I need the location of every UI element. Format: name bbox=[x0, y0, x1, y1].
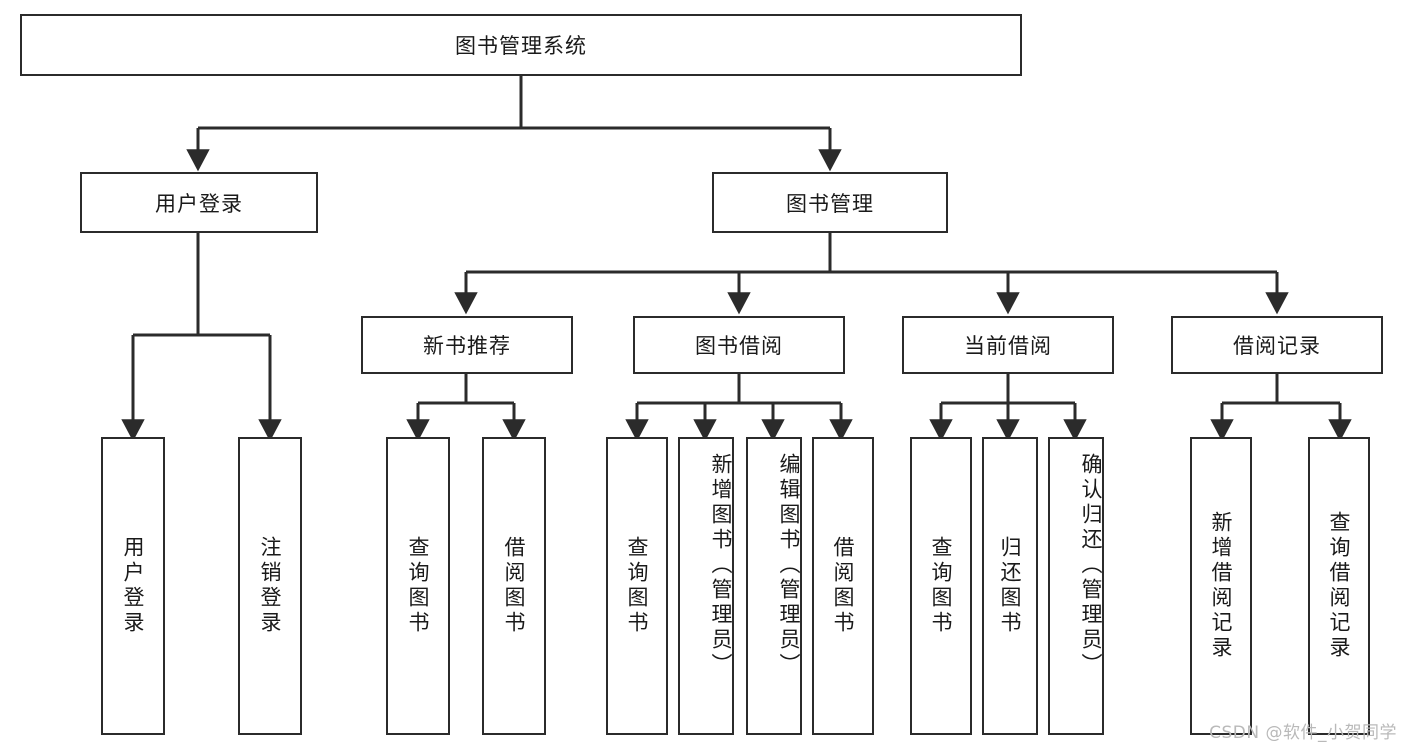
node-borrow-record[interactable]: 借阅记录 bbox=[1171, 316, 1383, 374]
node-label: 注销登录 bbox=[258, 536, 283, 636]
node-label: 借阅图书 bbox=[831, 536, 856, 636]
node-label: 查询图书 bbox=[625, 536, 650, 636]
node-label: 编辑图书（管理员） bbox=[777, 453, 801, 678]
leaf-borrow-book-2[interactable]: 借阅图书 bbox=[812, 437, 874, 735]
node-current-borrow[interactable]: 当前借阅 bbox=[902, 316, 1114, 374]
leaf-add-record[interactable]: 新增借阅记录 bbox=[1190, 437, 1252, 735]
leaf-edit-book[interactable]: 编辑图书（管理员） bbox=[746, 437, 802, 735]
node-label: 确认归还（管理员） bbox=[1079, 453, 1103, 678]
node-label: 当前借阅 bbox=[964, 334, 1052, 358]
node-label: 归还图书 bbox=[998, 536, 1023, 636]
leaf-query-book-3[interactable]: 查询图书 bbox=[910, 437, 972, 735]
node-label: 借阅图书 bbox=[502, 536, 527, 636]
leaf-confirm-return[interactable]: 确认归还（管理员） bbox=[1048, 437, 1104, 735]
leaf-add-book[interactable]: 新增图书（管理员） bbox=[678, 437, 734, 735]
node-user-login[interactable]: 用户登录 bbox=[80, 172, 318, 233]
node-label: 新增图书（管理员） bbox=[709, 453, 733, 678]
node-book-management[interactable]: 图书管理 bbox=[712, 172, 948, 233]
leaf-query-book-1[interactable]: 查询图书 bbox=[386, 437, 450, 735]
node-label: 用户登录 bbox=[155, 191, 243, 216]
leaf-user-login[interactable]: 用户登录 bbox=[101, 437, 165, 735]
node-label: 查询图书 bbox=[929, 536, 954, 636]
leaf-user-logout[interactable]: 注销登录 bbox=[238, 437, 302, 735]
leaf-borrow-book-1[interactable]: 借阅图书 bbox=[482, 437, 546, 735]
node-book-borrow[interactable]: 图书借阅 bbox=[633, 316, 845, 374]
node-label: 查询借阅记录 bbox=[1327, 511, 1352, 661]
node-label: 图书管理 bbox=[786, 191, 874, 216]
node-label: 新书推荐 bbox=[423, 334, 511, 358]
node-label: 用户登录 bbox=[121, 536, 146, 636]
leaf-return-book[interactable]: 归还图书 bbox=[982, 437, 1038, 735]
node-label: 查询图书 bbox=[406, 536, 431, 636]
leaf-query-record[interactable]: 查询借阅记录 bbox=[1308, 437, 1370, 735]
node-label: 借阅记录 bbox=[1233, 334, 1321, 358]
csdn-watermark: CSDN @软件_小贺同学 bbox=[1209, 723, 1397, 743]
leaf-query-book-2[interactable]: 查询图书 bbox=[606, 437, 668, 735]
node-root-system[interactable]: 图书管理系统 bbox=[20, 14, 1022, 76]
node-label: 新增借阅记录 bbox=[1209, 511, 1234, 661]
node-new-book-recommend[interactable]: 新书推荐 bbox=[361, 316, 573, 374]
node-label: 图书借阅 bbox=[695, 334, 783, 358]
node-label: 图书管理系统 bbox=[455, 34, 587, 58]
